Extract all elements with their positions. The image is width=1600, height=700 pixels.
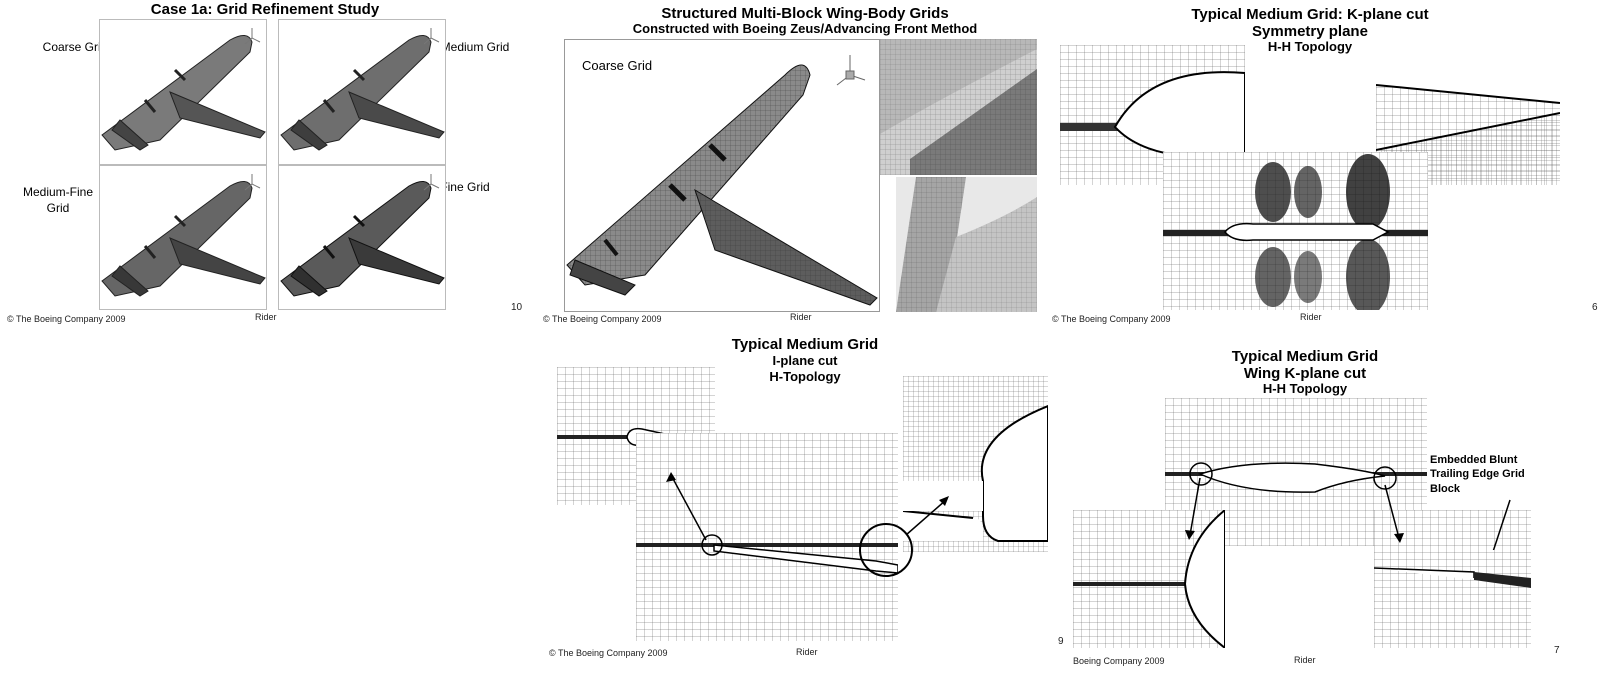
axis-triad-icon [836,55,866,86]
coarse-grid-label: Coarse Grid [42,40,108,54]
iplane-annotations [666,472,949,577]
coarse-grid-render [99,19,267,165]
axis-triad-icon [244,174,261,191]
wingk-copyright: Boeing Company 2009 [1073,656,1165,666]
arrow-icon [1189,477,1201,536]
arrow-icon [1384,484,1400,539]
zoom-circle-icon [1189,462,1213,486]
fine-grid-render [278,165,446,310]
zoom-circle-icon [859,523,913,577]
embedded-block-annotation: Embedded Blunt Trailing Edge Grid Block [1430,454,1525,495]
medium-grid-label: Medium Grid [440,40,510,54]
kplane-author: Rider [1300,312,1322,322]
multiblock-copyright: © The Boeing Company 2009 [543,314,662,324]
refinement-author: Rider [255,312,277,322]
kplane-title: Typical Medium Grid: K-plane cut [1191,6,1429,23]
fine-grid-label: Fine Grid [440,180,490,194]
axis-triad-icon [423,28,440,45]
zoom-circle-icon [701,534,723,556]
medium-grid-render [278,19,446,165]
wingk-subtitle: Wing K-plane cut [1243,365,1367,382]
iplane-topology: H-Topology [769,369,841,384]
wingk-page-number-left: 9 [1058,636,1064,647]
coarse-grid-inset-label: Coarse Grid [582,58,653,73]
kplane-subtitle: Symmetry plane [1252,23,1368,40]
axis-triad-icon [244,28,261,45]
kplane-topology: H-H Topology [1267,39,1353,54]
wing-root-render [896,177,1037,312]
refinement-title: Case 1a: Grid Refinement Study [150,1,380,18]
kplane-page-number: 6 [1592,302,1598,313]
medium-fine-grid-render [99,165,267,310]
zoom-circle-icon [1373,466,1397,490]
axis-triad-icon [423,174,440,191]
wingk-author: Rider [1294,655,1316,665]
multiblock-title: Structured Multi-Block Wing-Body Grids [661,5,949,22]
wingk-annotations [1185,477,1511,550]
kplane-copyright: © The Boeing Company 2009 [1052,314,1171,324]
multiblock-author: Rider [790,312,812,322]
kplane-body-section [1163,152,1428,310]
iplane-trailing-edge-detail [903,376,1048,552]
arrow-icon [670,474,707,541]
refinement-copyright: © The Boeing Company 2009 [7,314,126,324]
kplane-tail-detail [1376,45,1560,185]
arrow-icon [1492,499,1511,550]
wingk-topology: H-H Topology [1262,381,1348,396]
wingk-leading-edge-detail [1073,510,1225,648]
medium-fine-grid-label: Medium-Fine Grid [22,185,94,215]
multiblock-subtitle: Constructed with Boeing Zeus/Advancing F… [632,21,978,36]
iplane-main-section [636,433,898,641]
iplane-author: Rider [796,647,818,657]
wingk-page-number-right: 7 [1554,645,1560,656]
aircraft-shape [101,35,266,151]
wing-body-junction-render [880,39,1037,175]
iplane-copyright: © The Boeing Company 2009 [549,648,668,658]
refinement-page-number: 10 [511,302,523,313]
arrow-icon [905,499,947,536]
wingk-trailing-edge-detail [1374,510,1531,648]
wingk-title: Typical Medium Grid [1231,348,1379,365]
iplane-title: Typical Medium Grid [731,336,879,353]
iplane-subtitle: I-plane cut [772,353,838,368]
coarse-grid-main-render [564,39,880,312]
